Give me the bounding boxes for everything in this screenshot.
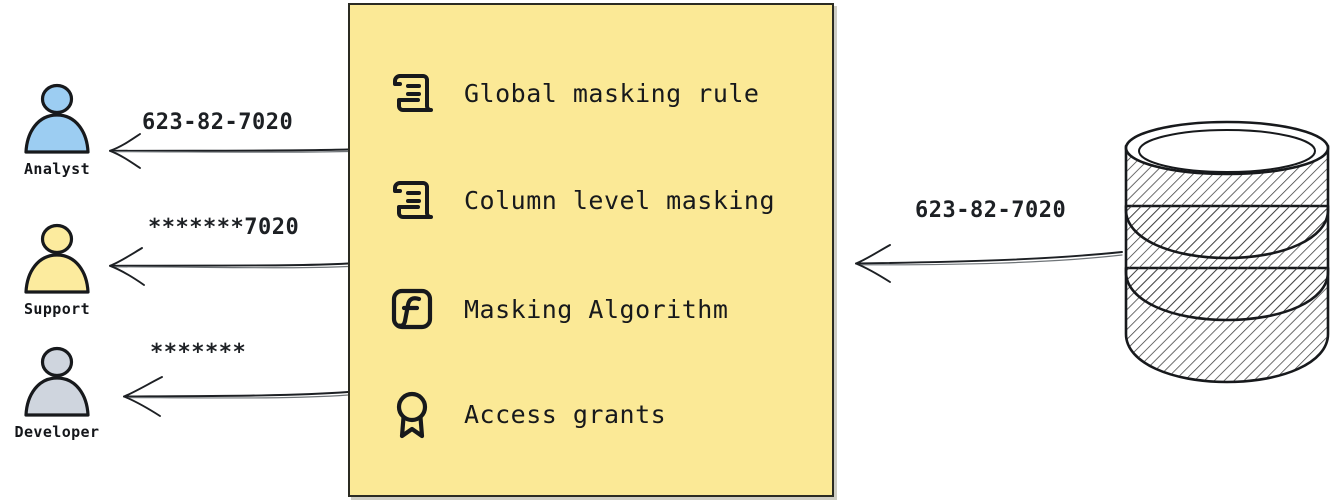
policy-row-masking-algorithm[interactable]: Masking Algorithm (386, 277, 728, 341)
arrow-database-to-panel (855, 244, 1123, 283)
person-icon-developer (24, 346, 90, 417)
policy-row-label: Column level masking (464, 185, 776, 215)
arrow-panel-to-analyst (109, 133, 349, 169)
policy-row-label: Access grants (464, 399, 667, 429)
person-icon-analyst (24, 83, 90, 154)
policy-row-global-masking-rule[interactable]: Global masking rule (386, 61, 759, 125)
flow-label-developer: ******* (150, 340, 247, 365)
policy-row-column-level-masking[interactable]: Column level masking (386, 168, 775, 232)
actor-label-analyst: Analyst (23, 160, 90, 178)
policy-row-label: Masking Algorithm (464, 294, 729, 324)
arrow-panel-to-support (109, 247, 349, 286)
scroll-icon (393, 74, 433, 112)
arrow-panel-to-developer (123, 376, 349, 417)
flow-label-analyst: 623-82-7020 (142, 110, 294, 135)
function-icon (391, 288, 433, 330)
actor-developer: Developer (2, 345, 112, 441)
person-icon-support (24, 223, 90, 294)
policy-panel: Global masking rule Column level masking… (348, 3, 834, 497)
actor-support: Support (2, 222, 112, 318)
actor-label-developer: Developer (14, 423, 100, 441)
database-icon (1124, 120, 1330, 384)
actor-analyst: Analyst (2, 82, 112, 178)
flow-label-support: *******7020 (148, 215, 300, 240)
award-icon (396, 391, 428, 439)
actor-label-support: Support (23, 300, 90, 318)
flow-label-source: 623-82-7020 (915, 198, 1067, 223)
policy-row-label: Global masking rule (464, 78, 760, 108)
policy-row-access-grants[interactable]: Access grants (386, 382, 666, 446)
scroll-icon (393, 181, 433, 219)
